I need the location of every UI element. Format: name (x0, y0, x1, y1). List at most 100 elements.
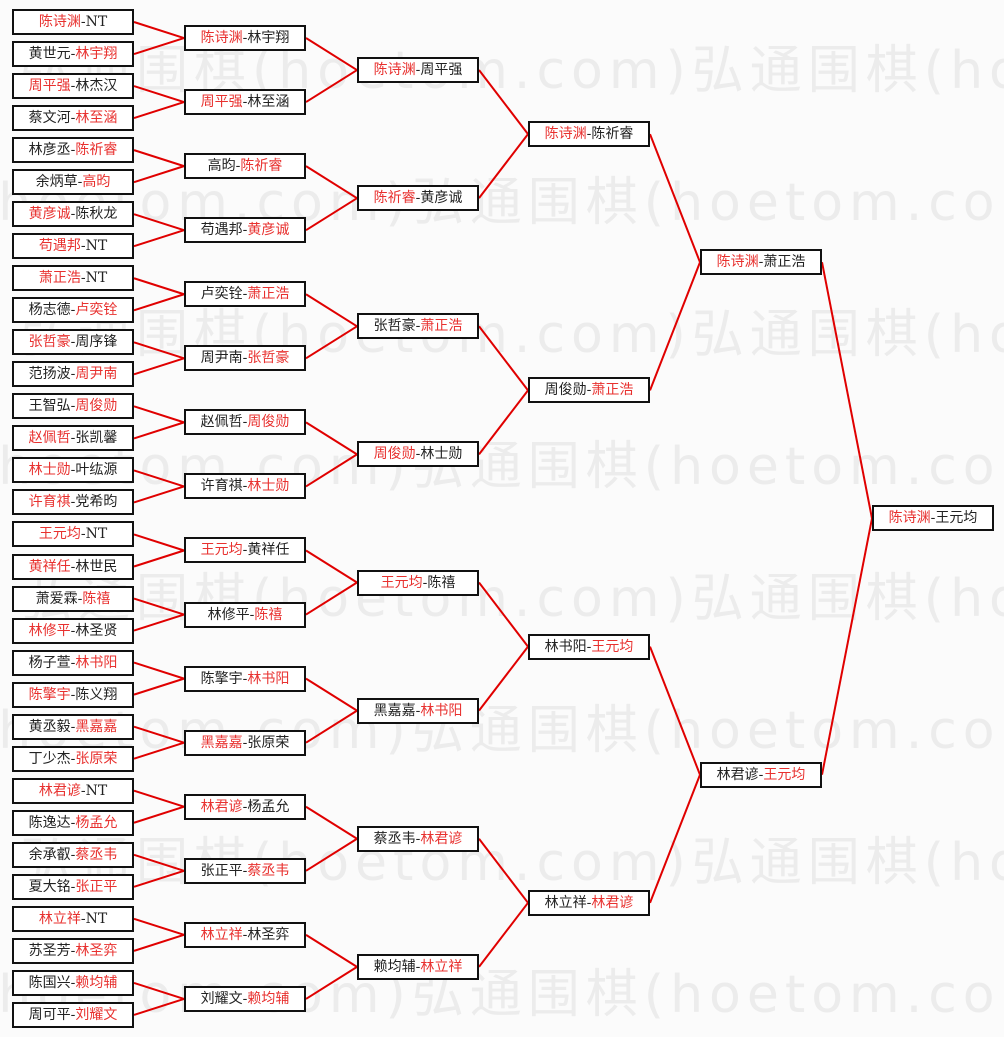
player-a: 赖均辅 (373, 959, 416, 975)
separator: - (70, 142, 76, 158)
match-box-round-1: 周平强-林杰汉 (12, 73, 134, 99)
separator: - (242, 735, 248, 751)
player-a: 陈诗渊 (373, 62, 416, 78)
player-a: 苏圣芳 (28, 943, 71, 959)
player-a: 高昀 (207, 158, 236, 174)
connector-line (478, 389, 529, 456)
player-a: 林彦丞 (28, 142, 71, 158)
player-b: 萧正浩 (420, 318, 463, 334)
player-b: 陈禧 (82, 591, 111, 607)
connector-line (133, 277, 185, 296)
connector-line (133, 341, 185, 360)
match-box-round-1: 杨子萱-林书阳 (12, 650, 134, 676)
match-box-round-3: 赖均辅-林立祥 (357, 954, 479, 980)
connector-line (305, 549, 358, 584)
player-a: 黄祥任 (28, 559, 71, 575)
player-b: 黄彦诚 (247, 222, 290, 238)
connector-line (305, 837, 358, 872)
separator: - (80, 911, 86, 927)
connector-line (133, 229, 185, 248)
player-a: 陈国兴 (28, 975, 71, 991)
connector-line (305, 453, 358, 488)
separator: - (80, 526, 86, 542)
match-box-round-1: 林修平-林圣贤 (12, 618, 134, 644)
match-box-round-1: 林君谚-NT (12, 778, 134, 804)
player-b: 陈禧 (254, 607, 283, 623)
player-a: 陈诗渊 (200, 30, 243, 46)
player-b: 林至涵 (75, 110, 118, 126)
player-a: 苟遇邦 (38, 238, 81, 254)
player-b: 黄彦诚 (420, 190, 463, 206)
match-box-round-2: 林修平-陈禧 (184, 602, 306, 628)
match-box-round-6: 陈诗渊-王元均 (872, 505, 994, 531)
connector-line (133, 549, 185, 568)
match-box-round-3: 王元均-陈禧 (357, 570, 479, 596)
player-b: 林书阳 (75, 655, 118, 671)
match-box-round-1: 许育祺-党希昀 (12, 489, 134, 515)
player-b: 林士勋 (420, 446, 463, 462)
player-a: 陈逸达 (28, 815, 71, 831)
connector-line (133, 869, 185, 888)
match-box-round-1: 林彦丞-陈祈睿 (12, 137, 134, 163)
player-a: 王元均 (38, 526, 81, 542)
match-box-round-1: 王元均-NT (12, 521, 134, 547)
match-box-round-2: 赵佩哲-周俊勋 (184, 409, 306, 435)
player-b: 黄祥任 (247, 542, 290, 558)
player-a: 黑嘉嘉 (200, 735, 243, 751)
connector-line (649, 646, 701, 776)
separator: - (242, 30, 248, 46)
connector-line (305, 934, 358, 968)
connector-line (478, 902, 529, 968)
match-box-round-2: 高昀-陈祈睿 (184, 153, 306, 179)
separator: - (70, 975, 76, 991)
player-a: 林立祥 (200, 927, 243, 943)
separator: - (242, 350, 248, 366)
player-b: 杨孟允 (247, 799, 290, 815)
separator: - (242, 414, 248, 430)
separator: - (586, 126, 592, 142)
connector-line (478, 581, 529, 648)
separator: - (586, 382, 592, 398)
match-box-round-1: 王智弘-周俊勋 (12, 393, 134, 419)
separator: - (242, 671, 248, 687)
player-a: 黄丞毅 (28, 719, 71, 735)
separator: - (758, 254, 764, 270)
connector-line (133, 597, 185, 616)
player-a: 萧爱霖 (35, 591, 78, 607)
player-a: 萧正浩 (38, 270, 81, 286)
match-box-round-4: 陈诗渊-陈祈睿 (528, 121, 650, 147)
player-b: 萧正浩 (591, 382, 634, 398)
separator: - (70, 655, 76, 671)
separator: - (415, 959, 421, 975)
player-a: 赵佩哲 (28, 430, 71, 446)
player-a: 周平强 (28, 78, 71, 94)
match-box-round-1: 周可平-刘耀文 (12, 1002, 134, 1028)
player-a: 赵佩哲 (200, 414, 243, 430)
separator: - (70, 494, 76, 510)
separator: - (586, 639, 592, 655)
player-a: 张正平 (200, 863, 243, 879)
match-box-round-4: 周俊勋-萧正浩 (528, 377, 650, 403)
connector-line (133, 677, 185, 696)
separator: - (77, 174, 83, 190)
separator: - (758, 767, 764, 783)
player-a: 周尹南 (200, 350, 243, 366)
player-b: 卢奕铨 (75, 302, 118, 318)
player-b: 林书阳 (247, 671, 290, 687)
match-box-round-1: 蔡文河-林至涵 (12, 105, 134, 131)
separator: - (70, 110, 76, 126)
separator: - (70, 430, 76, 446)
connector-line (305, 37, 358, 71)
connector-line (133, 293, 185, 312)
match-box-round-1: 林士勋-叶纮源 (12, 457, 134, 483)
player-a: 陈诗渊 (544, 126, 587, 142)
match-box-round-1: 黄祥任-林世民 (12, 554, 134, 580)
match-box-round-2: 黑嘉嘉-张原荣 (184, 730, 306, 756)
player-b: 周尹南 (75, 366, 118, 382)
player-a: 陈祈睿 (373, 190, 416, 206)
separator: - (70, 751, 76, 767)
connector-line (133, 789, 185, 808)
player-b: NT (85, 238, 108, 254)
player-b: 赖均辅 (75, 975, 118, 991)
